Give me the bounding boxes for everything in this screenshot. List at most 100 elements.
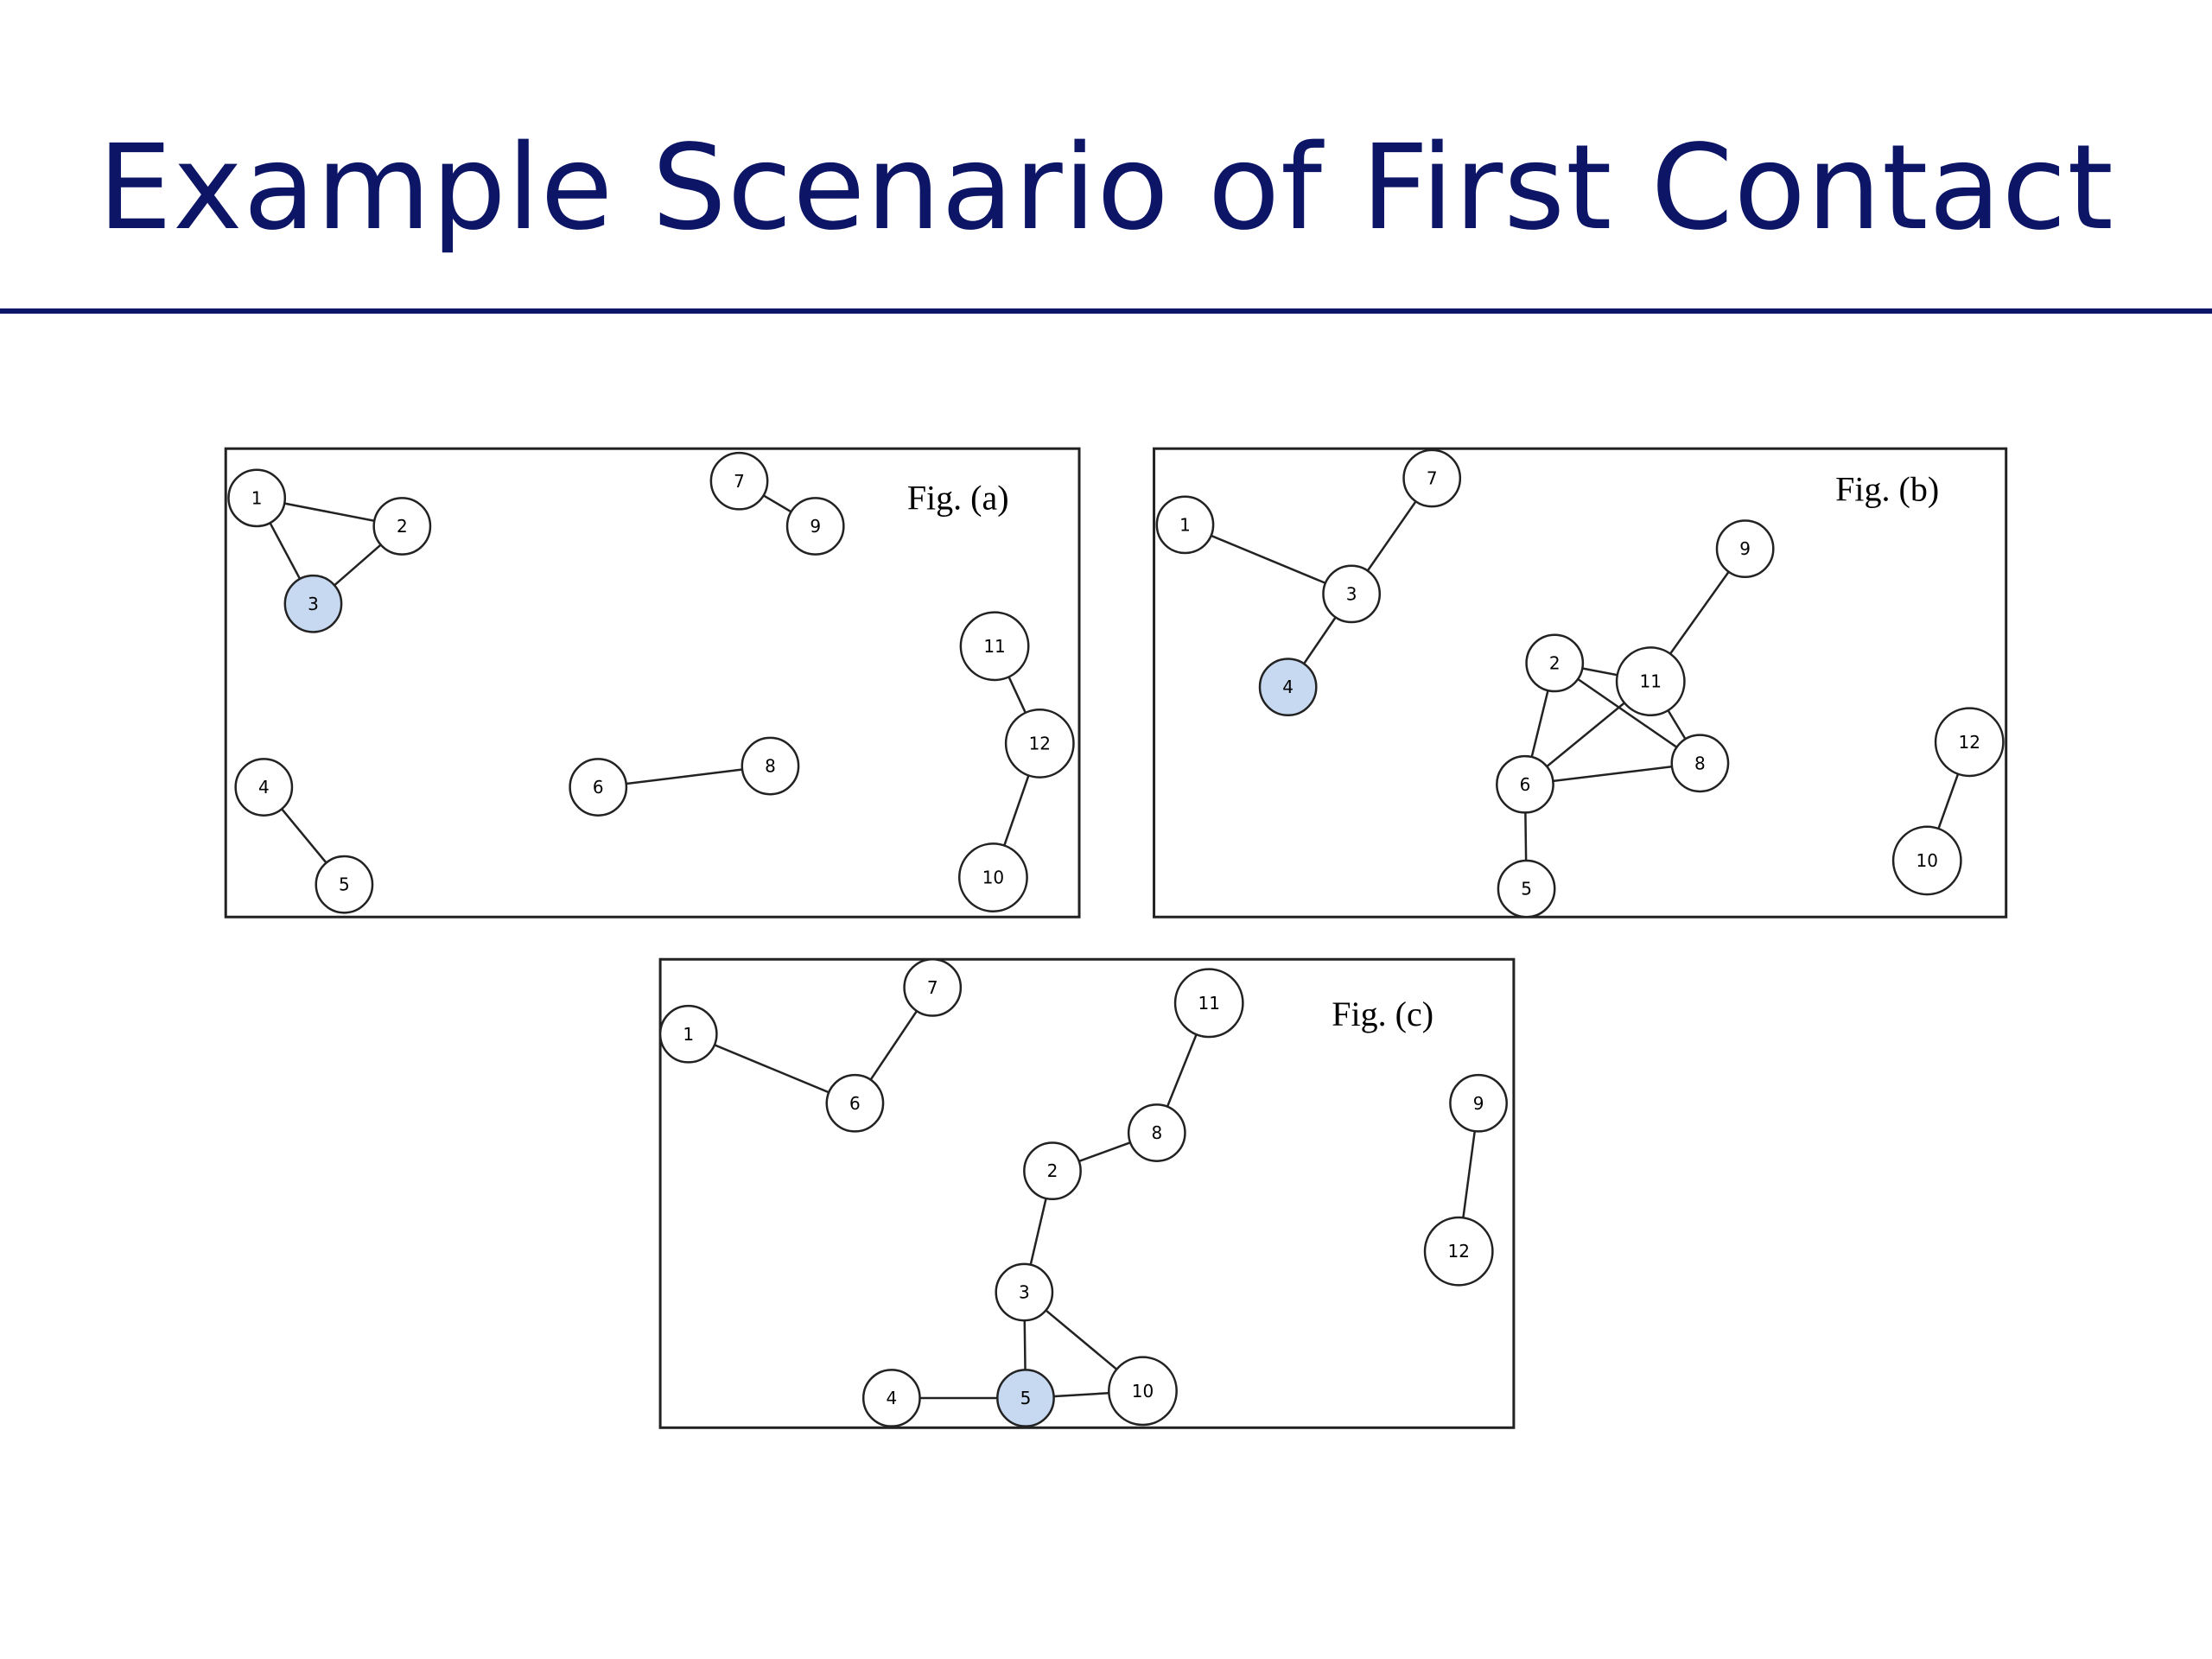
node-label: 9 (1473, 1093, 1484, 1114)
node-6: 6 (569, 758, 628, 817)
node-circle (1497, 859, 1556, 918)
node-circle (1449, 1073, 1508, 1133)
node-label: 10 (1132, 1381, 1154, 1402)
highlighted-node-circle (996, 1369, 1055, 1427)
node-label: 8 (1694, 753, 1706, 773)
node-9: 9 (785, 497, 845, 556)
node-11: 11 (1615, 646, 1686, 717)
slide-title: Example Scenario of First Contact (98, 120, 2114, 257)
node-7: 7 (1402, 448, 1462, 508)
edge-6-8 (1524, 762, 1700, 786)
node-label: 7 (927, 977, 938, 998)
node-5: 5 (315, 855, 374, 914)
node-12: 12 (1423, 1216, 1494, 1287)
node-11: 11 (959, 611, 1030, 682)
figure-c-border (658, 957, 1516, 1429)
highlighted-node-circle (283, 574, 343, 633)
node-label: 11 (1640, 671, 1662, 692)
node-circle (1670, 734, 1730, 793)
node-circle (1155, 495, 1215, 555)
node-circle (741, 736, 800, 796)
node-label: 4 (258, 777, 270, 798)
node-label: 5 (1020, 1388, 1032, 1408)
node-circle (658, 1004, 718, 1064)
node-circle (1173, 968, 1244, 1039)
node-4: 4 (861, 1369, 921, 1427)
node-circle (372, 497, 432, 556)
node-label: 12 (1959, 732, 1980, 753)
node-circle (227, 468, 287, 528)
node-label: 7 (1427, 467, 1438, 488)
node-5: 5 (1497, 859, 1556, 918)
edge-1-3 (1184, 524, 1352, 595)
node-label: 5 (1521, 879, 1532, 899)
node-label: 3 (308, 594, 319, 614)
node-4: 4 (234, 758, 294, 817)
node-circle (315, 855, 374, 914)
node-label: 10 (1916, 850, 1938, 871)
node-10: 10 (1108, 1356, 1178, 1427)
node-11: 11 (1173, 968, 1244, 1039)
node-circle (1023, 1141, 1082, 1201)
node-circle (957, 842, 1028, 912)
node-9: 9 (1715, 519, 1775, 579)
node-circle (861, 1369, 921, 1427)
node-3: 3 (283, 574, 343, 633)
node-circle (569, 758, 628, 817)
node-circle (1108, 1356, 1178, 1427)
node-circle (959, 611, 1030, 682)
node-circle (1525, 633, 1585, 693)
node-label: 3 (1019, 1282, 1030, 1303)
node-9: 9 (1449, 1073, 1508, 1133)
node-circle (1891, 825, 1962, 896)
node-label: 6 (1520, 774, 1531, 795)
figure-c-caption: Fig. (c) (1332, 995, 1433, 1033)
highlighted-node-circle (1258, 658, 1318, 717)
node-circle (1127, 1103, 1186, 1162)
node-6: 6 (825, 1073, 885, 1133)
node-label: 2 (1549, 652, 1560, 673)
node-10: 10 (957, 842, 1028, 912)
node-circle (785, 497, 845, 556)
node-label: 6 (593, 777, 604, 798)
node-label: 8 (1151, 1122, 1162, 1143)
node-12: 12 (1004, 708, 1075, 779)
node-8: 8 (1670, 734, 1730, 793)
edge-2-8 (1554, 662, 1701, 765)
node-1: 1 (658, 1004, 718, 1064)
node-circle (1496, 754, 1554, 814)
figure-a-border (224, 447, 1081, 918)
node-label: 3 (1346, 583, 1357, 604)
node-label: 7 (734, 471, 745, 492)
node-7: 7 (903, 957, 963, 1017)
node-4: 4 (1258, 658, 1318, 717)
node-circle (1934, 707, 2005, 778)
node-circle (234, 758, 294, 817)
node-label: 2 (1047, 1160, 1058, 1181)
figure-a-caption: Fig. (a) (907, 478, 1009, 517)
node-circle (1004, 708, 1075, 779)
figure-b-border (1153, 447, 2008, 918)
node-circle (1423, 1216, 1494, 1287)
node-label: 11 (983, 636, 1005, 657)
node-circle (903, 957, 963, 1017)
node-8: 8 (1127, 1103, 1186, 1162)
node-3: 3 (995, 1262, 1054, 1322)
node-7: 7 (709, 451, 769, 511)
node-1: 1 (1155, 495, 1215, 555)
node-5: 5 (996, 1369, 1055, 1427)
node-6: 6 (1496, 754, 1554, 814)
node-label: 4 (886, 1388, 897, 1408)
node-circle (709, 451, 769, 511)
node-circle (825, 1073, 885, 1133)
node-label: 1 (683, 1024, 694, 1045)
node-label: 4 (1282, 677, 1294, 697)
node-label: 12 (1447, 1241, 1469, 1262)
node-label: 12 (1029, 733, 1051, 753)
node-circle (1715, 519, 1775, 579)
node-label: 8 (765, 756, 776, 777)
node-circle (1322, 564, 1382, 624)
